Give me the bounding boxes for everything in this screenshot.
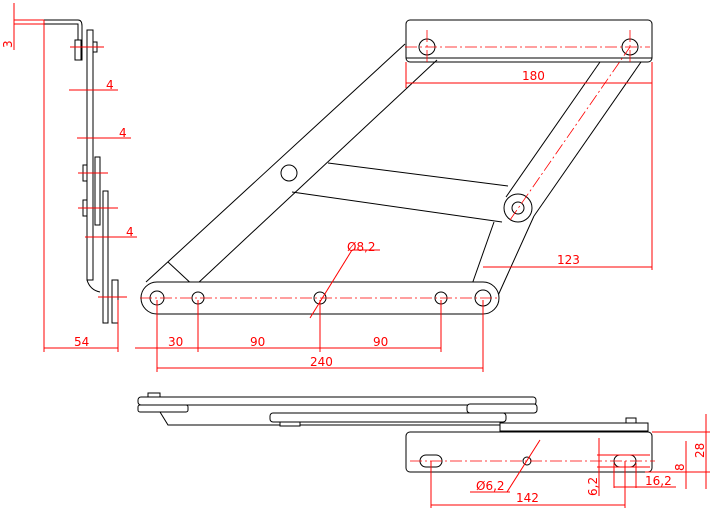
dim-90-a: 90 [250, 335, 265, 349]
dim-top-offset: 3 [1, 40, 15, 48]
dim-thickness-3: 4 [126, 225, 134, 239]
dim-slot-spacing: 142 [516, 491, 539, 505]
front-view: 180 Ø8,2 123 30 90 90 240 [135, 19, 653, 372]
mounting-bracket [405, 431, 653, 473]
link-plate [86, 29, 94, 281]
link-hole [280, 164, 298, 182]
side-view: 3 4 4 4 54 [1, 3, 137, 352]
dim-width-54: 54 [74, 335, 89, 349]
dim-30: 30 [168, 335, 183, 349]
link-plate-3 [102, 190, 109, 324]
dim-top-width: 180 [522, 69, 545, 83]
bracket-bottom [111, 279, 119, 324]
dim-thickness-1: 4 [106, 78, 114, 92]
top-mounting-plate [405, 19, 653, 63]
dim-thickness-2: 4 [119, 126, 127, 140]
link-plate-2 [94, 156, 101, 226]
dim-bracket-height: 28 [693, 443, 707, 458]
dim-slot-length: 16,2 [645, 474, 672, 488]
plan-view: 142 Ø6,2 6,2 16,2 8 28 [137, 392, 710, 508]
dim-240: 240 [310, 355, 333, 369]
bolt-head [74, 39, 82, 61]
dim-90-b: 90 [373, 335, 388, 349]
dim-offset-123: 123 [557, 253, 580, 267]
dim-hole-diameter: Ø8,2 [347, 240, 376, 254]
bend [86, 279, 101, 293]
dim-plan-hole-diameter: Ø6,2 [476, 479, 505, 493]
pivot-joint [503, 193, 533, 223]
dim-slot-width: 6,2 [586, 477, 600, 496]
dim-slot-height: 8 [673, 463, 687, 471]
